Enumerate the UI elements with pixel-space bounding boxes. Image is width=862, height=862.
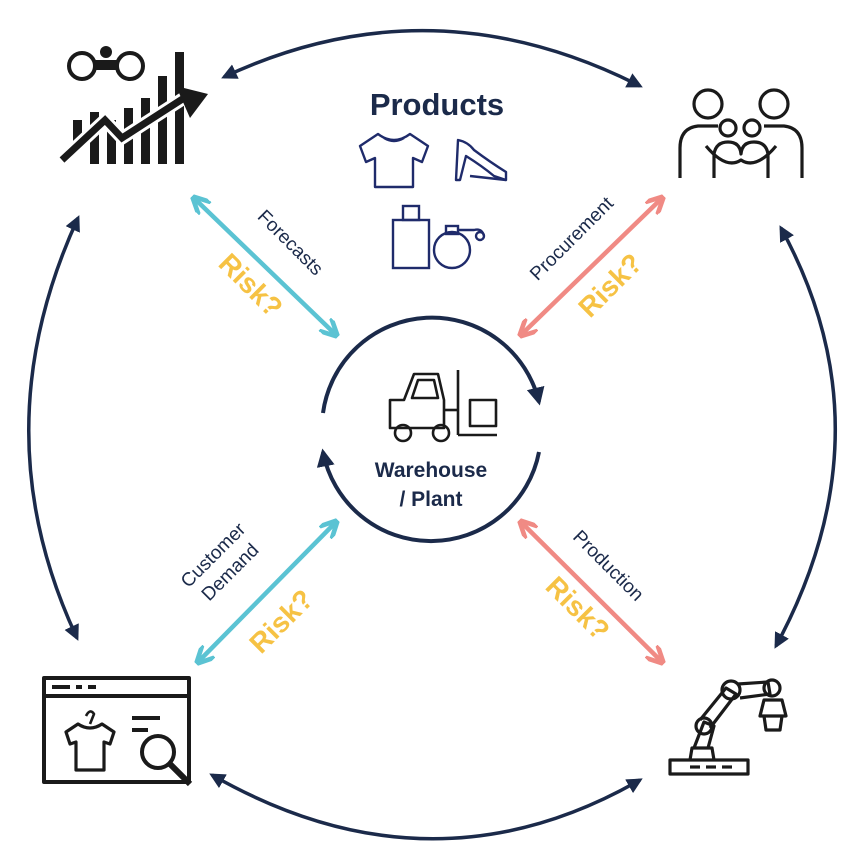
forecasts-risk: Risk? (213, 247, 289, 323)
online-shop-search-icon (42, 676, 193, 787)
binoculars-trend-chart-icon (57, 46, 208, 165)
robotic-arm-icon (668, 678, 788, 776)
center-cycle (316, 315, 545, 544)
products-title: Products (370, 87, 504, 122)
forecasts-arrow (196, 200, 334, 333)
arc-top (221, 29, 643, 88)
center-arc-top (321, 315, 545, 414)
family-icon (678, 88, 804, 178)
center-label-line1: Warehouse (375, 459, 487, 482)
high-heel-icon (454, 138, 508, 182)
forecasts-label: Forecasts (253, 206, 327, 280)
arc-bottom (209, 773, 643, 841)
perfume-bottle-icon (391, 204, 431, 270)
procurement-arrow (523, 200, 660, 333)
production-arrow (523, 524, 660, 660)
forklift-icon (388, 370, 498, 443)
customer-demand-risk: Risk? (243, 583, 319, 659)
arc-right (774, 225, 837, 649)
center-arc-bottom (316, 448, 541, 544)
perfume-spray-icon (432, 224, 486, 270)
arc-left (27, 215, 80, 641)
outer-cycle (27, 29, 837, 841)
center-label-line2: / Plant (399, 488, 462, 511)
customer-demand-label: Customer Demand (177, 519, 263, 606)
procurement-risk: Risk? (572, 247, 648, 323)
production-risk: Risk? (540, 570, 616, 646)
tshirt-icon (358, 132, 430, 189)
customer-demand-arrow (200, 524, 334, 660)
